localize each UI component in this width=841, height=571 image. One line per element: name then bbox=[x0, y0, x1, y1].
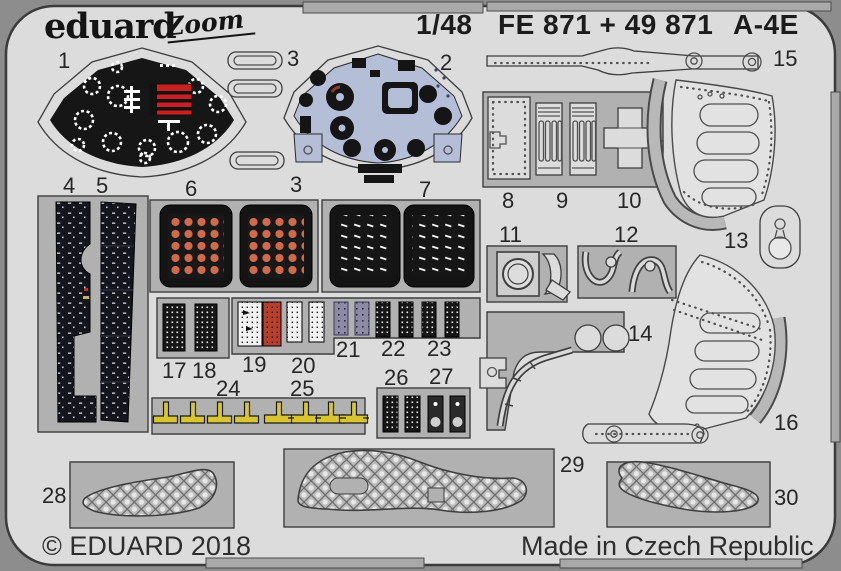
part-label-30: 30 bbox=[774, 485, 798, 510]
part-label-24: 24 bbox=[216, 376, 240, 401]
part-label-3a: 3 bbox=[287, 46, 299, 71]
part-label-10: 10 bbox=[617, 188, 641, 213]
parts-24-25-ejection-handles bbox=[151, 397, 369, 435]
part-label-3b: 3 bbox=[290, 172, 302, 197]
part-label-2: 2 bbox=[440, 50, 452, 75]
product-codes: FE 871 + 49 871 bbox=[498, 9, 714, 40]
part-14-oxygen-hose bbox=[486, 311, 630, 431]
part-label-11: 11 bbox=[499, 222, 522, 247]
part-label-20: 20 bbox=[291, 353, 315, 378]
part-label-29: 29 bbox=[560, 452, 584, 477]
part-label-15: 15 bbox=[773, 46, 797, 71]
part-1-instrument-panel bbox=[37, 47, 247, 178]
made-in-text: Made in Czech Republic bbox=[521, 531, 814, 561]
parts-26-27-placards bbox=[376, 387, 471, 439]
part-30-canopy-frame bbox=[606, 460, 771, 528]
small-bracket-part bbox=[479, 357, 507, 389]
part-16-sidewall bbox=[582, 254, 788, 444]
part-2-instrument-panel bbox=[283, 45, 473, 183]
part-label-23: 23 bbox=[427, 336, 451, 361]
part-label-19: 19 bbox=[242, 352, 266, 377]
part-label-5: 5 bbox=[96, 173, 108, 198]
part-label-26: 26 bbox=[384, 365, 408, 390]
part-label-28: 28 bbox=[42, 483, 66, 508]
part-label-27: 27 bbox=[429, 364, 453, 389]
part-15-sidewall bbox=[486, 47, 776, 231]
aircraft-variant: A-4E bbox=[733, 9, 799, 40]
parts-17-18-placards bbox=[156, 297, 230, 359]
part-label-25: 25 bbox=[290, 376, 314, 401]
part-label-8: 8 bbox=[502, 188, 514, 213]
part-3-handles bbox=[227, 51, 285, 170]
part-label-7: 7 bbox=[419, 177, 431, 202]
part-label-6: 6 bbox=[185, 176, 197, 201]
edge-tab bbox=[302, 1, 484, 14]
part-12-hoses bbox=[577, 245, 677, 299]
copyright-text: © EDUARD 2018 bbox=[42, 531, 251, 561]
part-28-canopy-frame bbox=[69, 461, 235, 529]
part-label-18: 18 bbox=[192, 358, 216, 383]
parts-19-23-placards bbox=[231, 297, 481, 355]
part-label-1: 1 bbox=[58, 48, 70, 73]
part-label-4: 4 bbox=[63, 173, 75, 198]
part-7-switch-panels bbox=[321, 199, 481, 293]
parts-4-5-console-panels bbox=[37, 195, 149, 433]
part-13-keyhole-bracket bbox=[759, 205, 801, 269]
part-label-17: 17 bbox=[162, 358, 186, 383]
part-9-vent-plates bbox=[535, 102, 597, 176]
edge-tab bbox=[559, 558, 803, 569]
warning-lights-red-block bbox=[149, 83, 193, 116]
part-label-9: 9 bbox=[556, 188, 568, 213]
part-11-gunsight-ring bbox=[486, 245, 571, 303]
part-label-21: 21 bbox=[336, 337, 360, 362]
part-label-12: 12 bbox=[614, 222, 638, 247]
part-29-canopy-frame bbox=[283, 448, 555, 528]
parts-8-9-10 bbox=[482, 91, 664, 188]
scale-text: 1/48 bbox=[416, 9, 473, 40]
eduard-logo: eduard bbox=[44, 6, 177, 47]
part-label-13: 13 bbox=[724, 228, 748, 253]
part-label-16: 16 bbox=[774, 410, 798, 435]
edge-tab bbox=[830, 91, 841, 443]
part-19-red-placard bbox=[262, 301, 282, 347]
edge-tab bbox=[486, 1, 832, 12]
edge-tab bbox=[205, 557, 425, 569]
part-6-light-panels bbox=[149, 199, 319, 293]
part-label-22: 22 bbox=[381, 336, 405, 361]
part-label-14: 14 bbox=[628, 321, 652, 346]
